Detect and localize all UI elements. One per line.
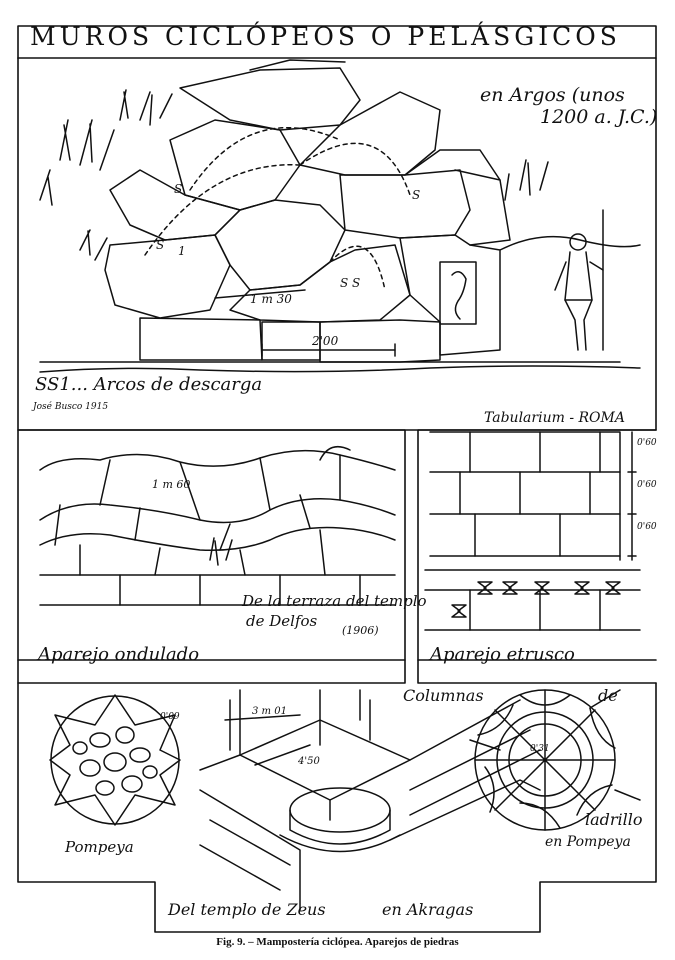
- dimension-2m: 2'00: [312, 334, 339, 348]
- etrusco-dim-1: 0'60: [637, 438, 657, 448]
- delfos-year: (1906): [342, 624, 379, 637]
- akragas-dim-1: 3 m 01: [252, 706, 287, 717]
- akragas-dim-2: 4'50: [298, 756, 320, 767]
- pompeya-column-left: [49, 694, 181, 826]
- frame-top-left: [17, 57, 406, 684]
- columns-word-3: ladrillo: [585, 810, 643, 829]
- location-line-1: en Argos (unos: [480, 84, 625, 106]
- stone-label-s4: S: [340, 276, 349, 290]
- stone-label-s2: S: [156, 238, 165, 252]
- stone-label-s1: S: [174, 182, 183, 196]
- legend-arcos: SS1... Arcos de descarga: [35, 374, 263, 395]
- stone-label-1: 1: [178, 244, 186, 258]
- label-aparejo-ondulado: Aparejo ondulado: [38, 644, 200, 665]
- delfos-credit-2: de Delfos: [246, 612, 318, 630]
- akragas-base: [199, 689, 541, 911]
- tabularium-title: Tabularium - ROMA: [484, 410, 625, 426]
- etrusco-dim-3: 0'60: [637, 522, 657, 532]
- delfos-credit-1: De la terraza del templo: [242, 592, 427, 610]
- frame-bottom: [17, 682, 657, 933]
- artist-signature: José Busco 1915: [33, 402, 109, 412]
- location-line-2: 1200 a. J.C.): [540, 106, 658, 128]
- stone-label-s5: S: [352, 276, 361, 290]
- stone-label-s3: S: [412, 188, 421, 202]
- label-akragas: en Akragas: [382, 900, 474, 919]
- brick-column-dim: 0'31: [530, 744, 550, 754]
- columns-word-1: Columnas: [403, 686, 484, 705]
- cyclopean-wall: [39, 59, 641, 373]
- aparejo-ondulado: [39, 445, 396, 606]
- label-pompeya-left: Pompeya: [65, 838, 134, 856]
- label-aparejo-etrusco: Aparejo etrusco: [430, 644, 575, 665]
- pompeya-dim: 0'09: [160, 712, 180, 722]
- etrusco-dim-2: 0'60: [637, 480, 657, 490]
- standing-figure: [554, 209, 604, 351]
- brick-column-right: [469, 689, 641, 831]
- label-templo-zeus: Del templo de Zeus: [168, 900, 326, 919]
- figure-caption: Fig. 9. – Mampostería ciclópea. Aparejos…: [216, 936, 459, 948]
- dimension-1m30: 1 m 30: [250, 292, 292, 306]
- dimension-1m60: 1 m 60: [152, 478, 191, 491]
- columns-word-2: de: [598, 686, 618, 705]
- page-title: MUROS CICLÓPEOS O PELÁSGICOS: [30, 22, 621, 51]
- aparejo-etrusco: [424, 431, 641, 631]
- label-en-pompeya: en Pompeya: [545, 834, 631, 850]
